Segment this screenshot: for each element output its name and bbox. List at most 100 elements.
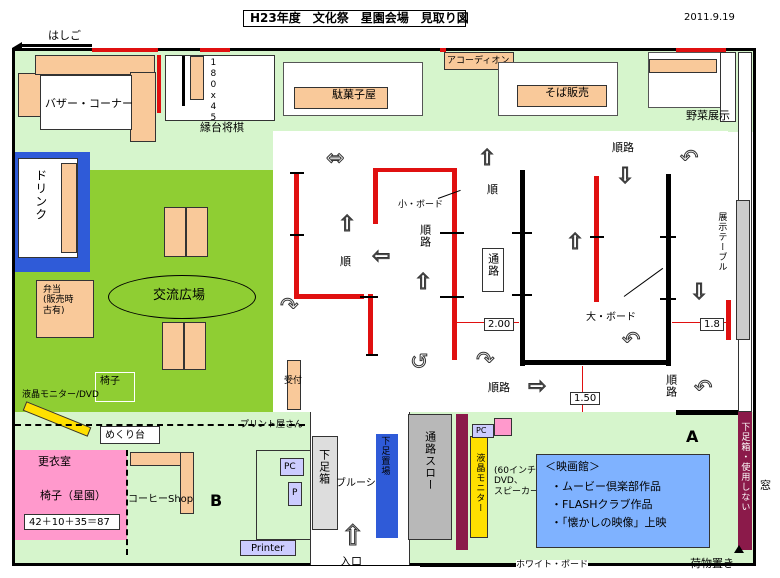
eigakan-box: ＜映画館＞ ・ムービー倶楽部作品 ・FLASHクラブ作品 ・「懐かしの映像」上映	[536, 454, 710, 548]
pink-column	[494, 418, 512, 436]
small-board	[726, 300, 731, 340]
yasai-booth	[648, 52, 734, 108]
bento-booth: 弁当 (販売時 古有)	[36, 280, 94, 338]
soba-label: そば販売	[545, 86, 589, 99]
board-joint	[366, 354, 378, 356]
pc-box: PC	[280, 458, 304, 476]
yasai-column	[720, 52, 736, 122]
arrow-right-icon: ⇨	[527, 374, 547, 399]
arrow-up-icon: ⇧	[413, 270, 433, 295]
title-box: H23年度 文化祭 星園会場 見取り図	[243, 10, 469, 27]
lcd-dvd-label: 液晶モニター/DVD	[22, 390, 99, 400]
eigakan-title: ＜映画館＞	[545, 460, 600, 473]
large-board	[520, 360, 670, 365]
pc-label-2: PC	[476, 426, 487, 435]
eigakan-item-1: ・ムービー倶楽部作品	[551, 480, 661, 493]
arrow-curve-icon: ↶	[693, 376, 713, 401]
dim-150-box: 1.50	[570, 392, 601, 405]
date-label: 2011.9.19	[684, 12, 735, 23]
dagashi-table	[294, 87, 388, 109]
mado-label: 窓	[760, 479, 771, 492]
board-joint	[512, 294, 532, 296]
board-joint	[590, 236, 604, 238]
dim-150-line	[582, 366, 583, 412]
arrow-right-icon: ⇔	[325, 146, 345, 171]
ladder-label: はしご	[48, 29, 81, 42]
junro-label: 順路	[664, 374, 678, 398]
large-board	[520, 170, 525, 366]
board-joint	[360, 296, 378, 298]
white-board-label: ホワイト・ボード	[516, 560, 589, 571]
formula-label: 42＋10＋35＝87	[29, 517, 110, 528]
black-divider	[182, 56, 185, 106]
arrow-down-icon: ⇩	[689, 280, 709, 305]
jun-label: 順	[340, 255, 351, 268]
dim-200-label: 2.00	[488, 319, 511, 330]
display-table	[736, 200, 750, 340]
isu-seien-label: 椅子（星園）	[40, 489, 106, 502]
entrance-arrow-icon: ⇧	[340, 519, 365, 552]
drink-label: ドリンク	[33, 169, 48, 221]
small-board	[452, 168, 457, 360]
arrow-curve-icon: ↺	[409, 350, 429, 375]
printer-label: Printer	[251, 543, 285, 554]
bazaar-corner: バザー・コーナー	[40, 75, 133, 130]
jun-label: 順	[487, 183, 498, 196]
small-board	[368, 294, 373, 356]
arrow-down-icon: ⇩	[615, 164, 635, 189]
dagashi-booth: 駄菓子屋	[283, 62, 423, 116]
small-board	[373, 168, 378, 224]
ko-board-label: 小・ボード	[398, 200, 444, 210]
arrow-up-icon: ⇧	[337, 212, 357, 237]
junro-label: 順路	[612, 141, 634, 154]
eigakan-item-3: ・「懐かしの映像」上映	[551, 516, 667, 529]
plaza-table	[184, 322, 206, 370]
drink-table	[61, 163, 77, 253]
board-joint	[440, 296, 464, 298]
plaza-table	[164, 207, 186, 257]
board-joint	[660, 298, 676, 300]
geta-bako-label: 下足箱	[317, 449, 331, 485]
floor-right-strip	[655, 120, 753, 132]
display-table-label: 展示テーブル	[716, 212, 727, 272]
tsuro-label: 通路	[486, 253, 500, 277]
bazaar-table	[18, 73, 42, 117]
pc-label: PC	[284, 462, 296, 472]
coffee-label: コーヒーShop	[128, 494, 194, 505]
yasai-label: 野菜展示	[686, 109, 730, 122]
accordion-booth: アコーディオン	[444, 52, 514, 70]
b-marker: B	[210, 491, 223, 510]
nimotsu-label: 荷物置き	[690, 557, 734, 570]
red-wall	[440, 48, 446, 52]
koryu-label: 交流広場	[153, 288, 206, 303]
dim-18-box: 1.8	[700, 318, 724, 331]
narrow-table	[190, 56, 204, 100]
printer-box: Printer	[240, 540, 296, 556]
board-joint	[290, 172, 304, 174]
plaza-table	[162, 322, 184, 370]
isu-label: 椅子	[100, 376, 120, 387]
panel-180x45: 180x45	[165, 55, 275, 124]
formula-box: 42＋10＋35＝87	[24, 514, 120, 530]
board-joint	[290, 234, 304, 236]
geta-tana: 下足箱・使用しない	[738, 412, 752, 550]
red-wall	[92, 48, 158, 52]
dim-150-label: 1.50	[574, 393, 597, 404]
plaza-table	[186, 207, 208, 257]
ladder-bar	[20, 44, 92, 47]
wall-segment	[676, 410, 738, 415]
pc-box-2: PC	[472, 424, 494, 438]
bazaar-table	[35, 55, 155, 75]
mekuri-box: めくり台	[100, 426, 160, 444]
yasai-table	[649, 59, 717, 73]
red-wall	[200, 48, 230, 52]
large-board	[666, 174, 671, 366]
geta-tana-label: 下足箱・使用しない	[739, 422, 750, 512]
board-joint	[512, 232, 532, 234]
dim-18-label: 1.8	[704, 319, 720, 330]
engi-shogi-label: 縁台将棋	[200, 121, 244, 134]
board-joint	[660, 236, 676, 238]
dai-board-label: 大・ボード	[586, 312, 636, 323]
arrow-up-icon: ⇧	[565, 230, 585, 255]
iriguchi-label: 入口	[340, 555, 362, 568]
